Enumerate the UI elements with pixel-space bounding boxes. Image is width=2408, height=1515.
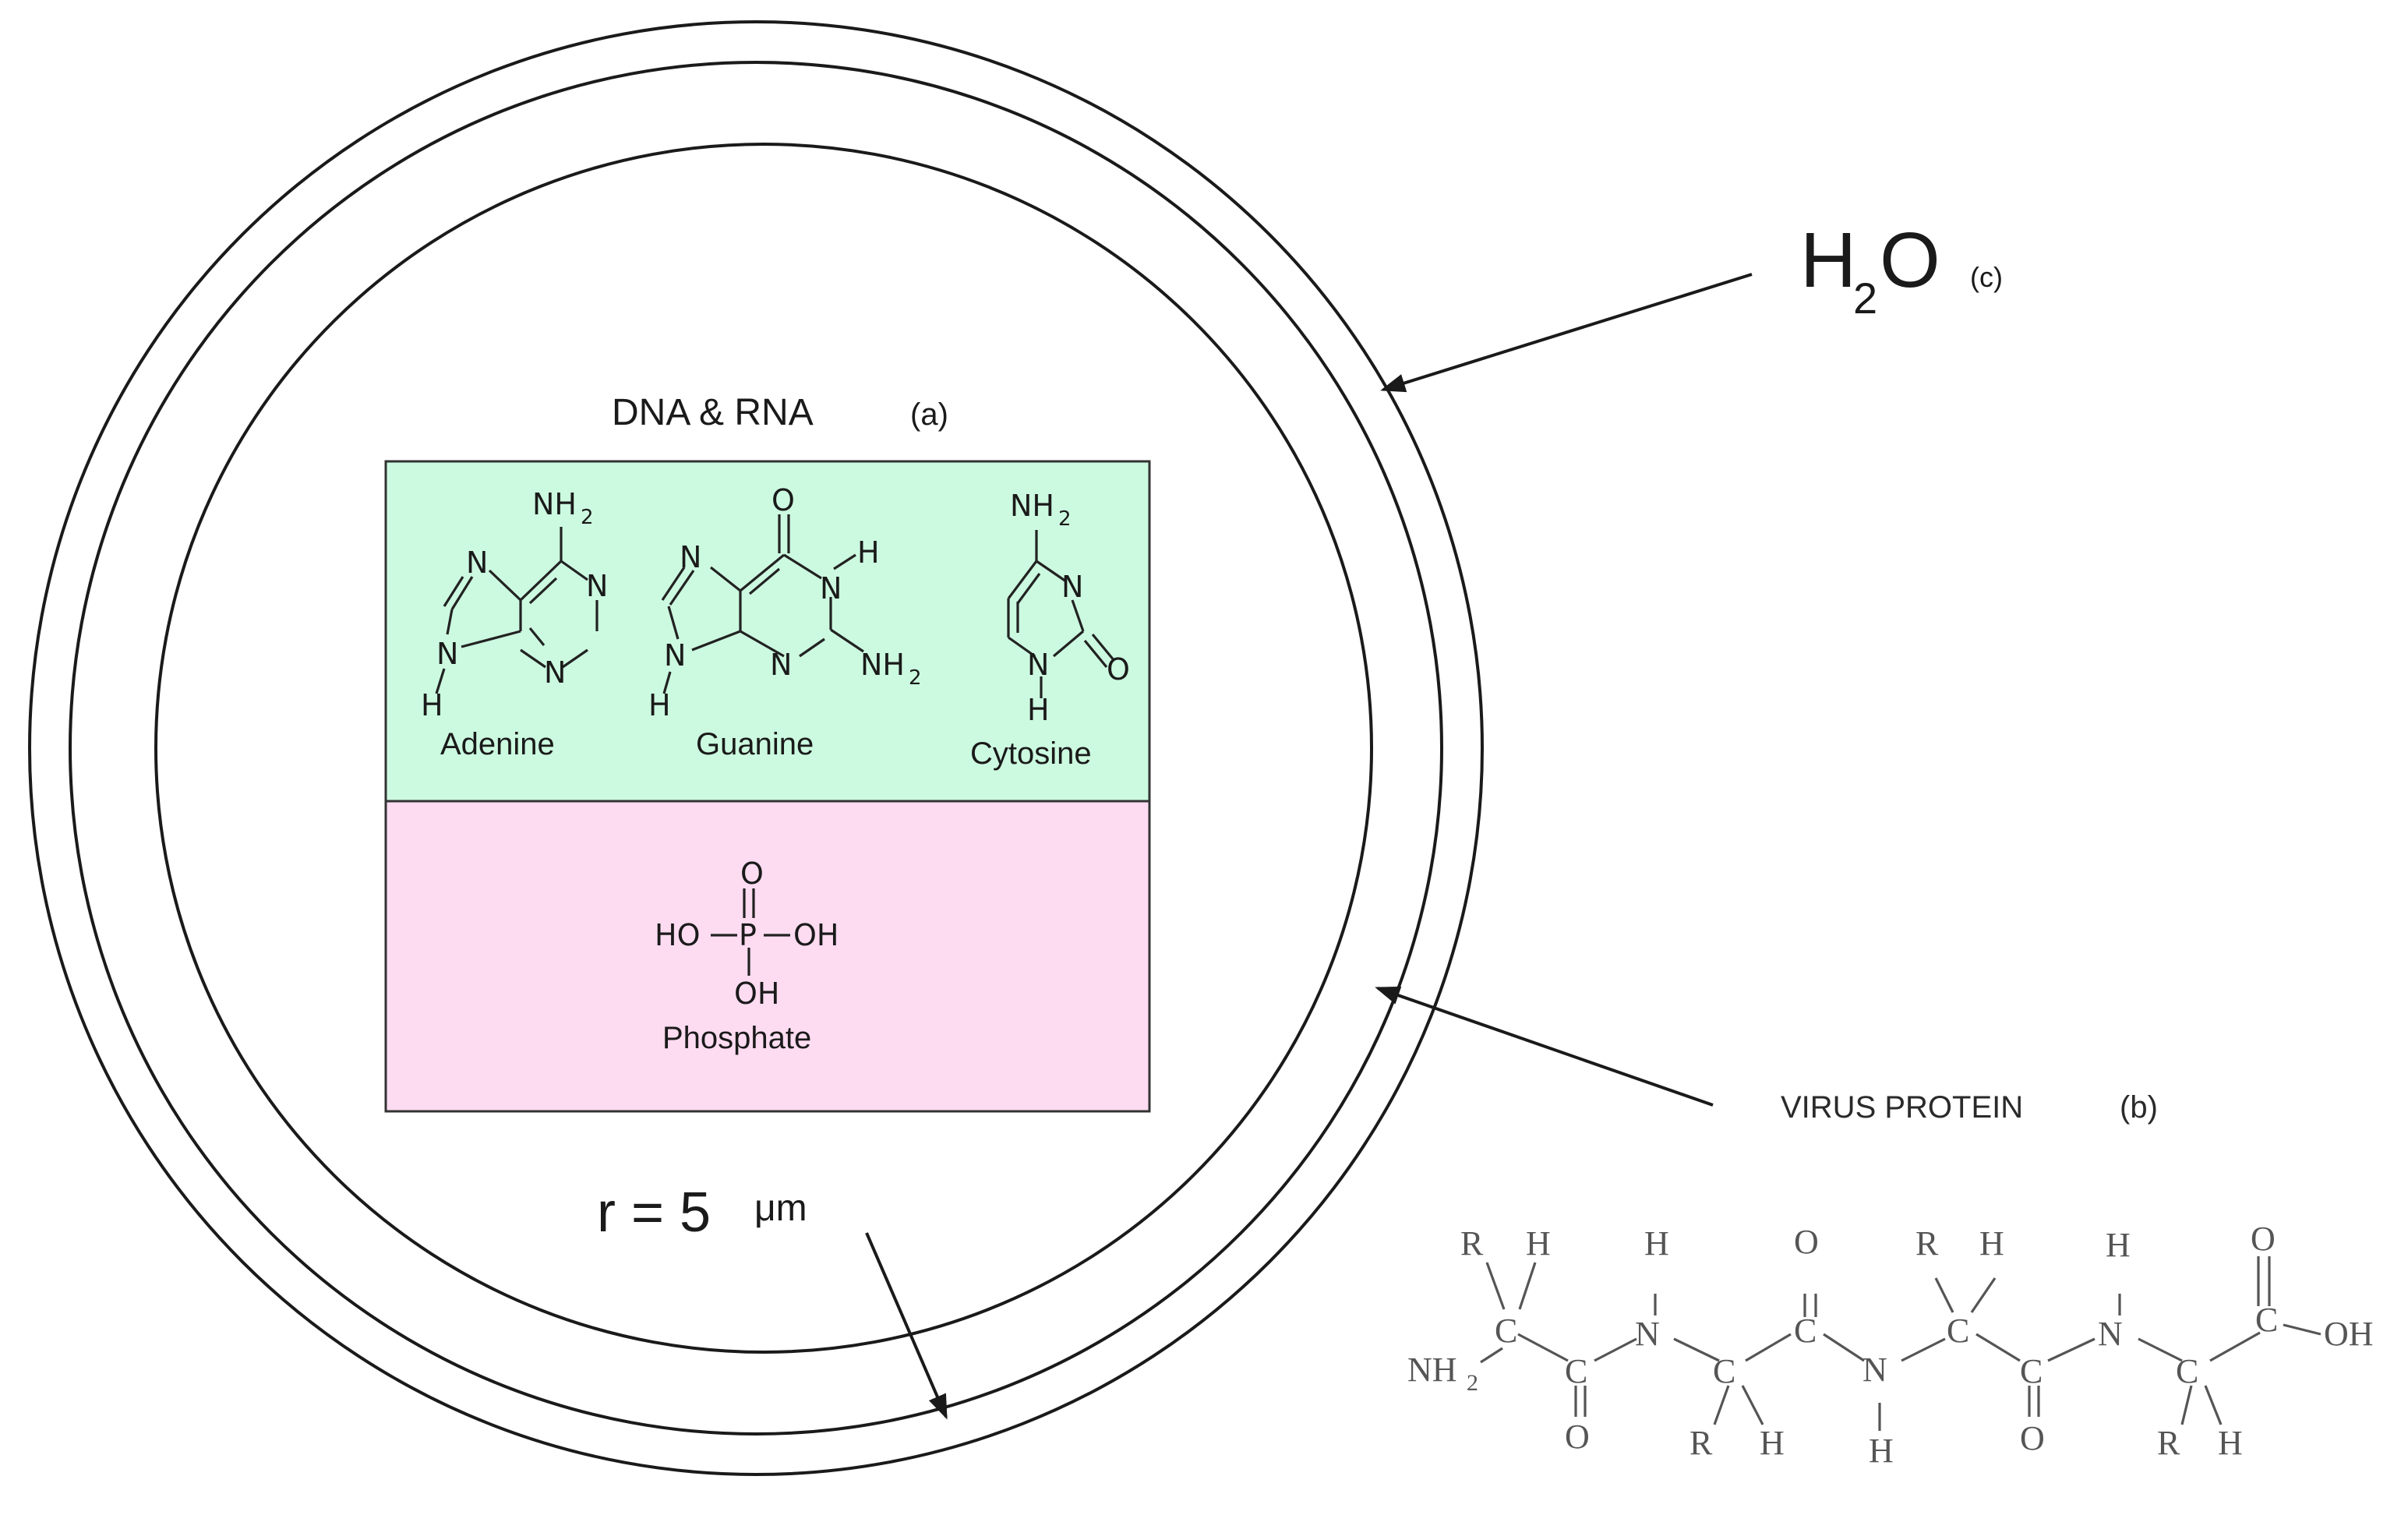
svg-text:N: N <box>586 569 608 603</box>
svg-text:C: C <box>1947 1312 1969 1350</box>
svg-text:O: O <box>1107 652 1130 687</box>
svg-text:H: H <box>857 535 880 570</box>
water-label: H 2 O (c) <box>1800 217 2003 323</box>
svg-text:P: P <box>739 918 757 952</box>
svg-text:O: O <box>740 856 764 891</box>
svg-text:OH: OH <box>793 918 839 952</box>
svg-text:NH: NH <box>1010 489 1054 523</box>
svg-text:H: H <box>1644 1224 1669 1262</box>
phosphate-molecule: O HO P OH OH <box>655 856 839 1011</box>
outer-shell <box>28 20 1484 1476</box>
radius-label: r = 5 μm <box>597 1181 807 1244</box>
middle-shell <box>69 61 1443 1436</box>
svg-text:N: N <box>680 540 701 574</box>
svg-text:N: N <box>1027 648 1049 682</box>
svg-text:O: O <box>2251 1220 2276 1258</box>
svg-text:HO: HO <box>655 918 700 952</box>
svg-text:H: H <box>421 688 443 722</box>
svg-text:O: O <box>1794 1223 1819 1261</box>
svg-text:H: H <box>2218 1424 2243 1462</box>
phosphate-label: Phosphate <box>662 1021 811 1055</box>
svg-text:N: N <box>770 648 792 682</box>
dna-rna-label: DNA & RNA <box>612 392 814 433</box>
arrows <box>865 273 1753 1420</box>
svg-text:N: N <box>436 637 458 671</box>
adenine-label: Adenine <box>440 727 555 761</box>
svg-text:N: N <box>820 571 842 606</box>
svg-text:C: C <box>2020 1352 2043 1390</box>
svg-text:H: H <box>1027 693 1050 727</box>
radius-arrow <box>865 1232 948 1420</box>
svg-text:C: C <box>2255 1301 2278 1339</box>
svg-text:H: H <box>1526 1224 1551 1262</box>
virus-protein-tag: (b) <box>2120 1090 2158 1125</box>
svg-text:VIRUS PROTEIN: VIRUS PROTEIN <box>1781 1090 2023 1125</box>
svg-text:2: 2 <box>1853 274 1877 323</box>
svg-text:N: N <box>544 655 566 690</box>
dna-rna-heading: DNA & RNA (a) <box>612 392 948 433</box>
svg-text:O: O <box>1565 1418 1590 1456</box>
svg-text:N: N <box>1061 570 1083 604</box>
svg-text:OH: OH <box>734 976 779 1011</box>
svg-text:C: C <box>2176 1352 2198 1390</box>
svg-text:O: O <box>2020 1419 2045 1457</box>
svg-text:H: H <box>2106 1226 2131 1264</box>
water-tag: (c) <box>1970 261 2003 293</box>
svg-text:r = 5: r = 5 <box>597 1181 711 1244</box>
svg-text:H: H <box>1979 1224 2004 1262</box>
svg-text:C: C <box>1495 1312 1517 1350</box>
svg-text:2: 2 <box>1467 1370 1478 1396</box>
svg-text:N: N <box>1635 1315 1660 1353</box>
dna-rna-tag: (a) <box>910 397 948 432</box>
svg-text:OH: OH <box>2324 1315 2374 1353</box>
svg-text:O: O <box>771 483 795 517</box>
cytosine-molecule: NH 2 N O N H <box>1007 489 1130 727</box>
svg-text:C: C <box>1713 1352 1735 1390</box>
water-arrow <box>1380 273 1753 393</box>
svg-text:NH: NH <box>1407 1351 1457 1389</box>
virus-protein-label: VIRUS PROTEIN (b) <box>1781 1090 2158 1125</box>
svg-text:C: C <box>1794 1312 1817 1350</box>
svg-text:R: R <box>1915 1224 1939 1262</box>
svg-text:H: H <box>1800 217 1856 304</box>
svg-text:H: H <box>1869 1432 1894 1470</box>
svg-text:N: N <box>2098 1315 2123 1353</box>
svg-text:O: O <box>1880 217 1940 304</box>
peptide-chain: R H C NH 2 C O H N C R H O C N H R H C C… <box>1407 1220 2374 1470</box>
svg-text:2: 2 <box>1058 507 1072 531</box>
svg-text:NH: NH <box>860 648 905 682</box>
svg-text:N: N <box>1862 1351 1887 1389</box>
svg-text:2: 2 <box>909 666 922 690</box>
adenine-molecule: NH 2 N N N N H <box>421 487 608 722</box>
protein-arrow <box>1375 986 1714 1107</box>
svg-text:R: R <box>2157 1424 2180 1462</box>
guanine-label: Guanine <box>696 727 814 761</box>
inner-shell <box>154 143 1373 1354</box>
cytosine-label: Cytosine <box>970 736 1092 771</box>
phosphate-panel <box>384 800 1151 1113</box>
svg-text:R: R <box>1689 1424 1713 1462</box>
guanine-molecule: O N H N NH 2 N N H <box>648 483 922 722</box>
svg-text:2: 2 <box>581 506 594 529</box>
svg-text:μm: μm <box>754 1188 807 1229</box>
svg-text:R: R <box>1460 1224 1484 1262</box>
virus-shells <box>28 20 1484 1476</box>
svg-text:NH: NH <box>532 487 577 521</box>
svg-text:N: N <box>466 546 488 580</box>
svg-text:H: H <box>648 688 671 722</box>
svg-text:N: N <box>664 638 686 673</box>
svg-text:C: C <box>1565 1352 1587 1390</box>
svg-text:H: H <box>1760 1424 1785 1462</box>
